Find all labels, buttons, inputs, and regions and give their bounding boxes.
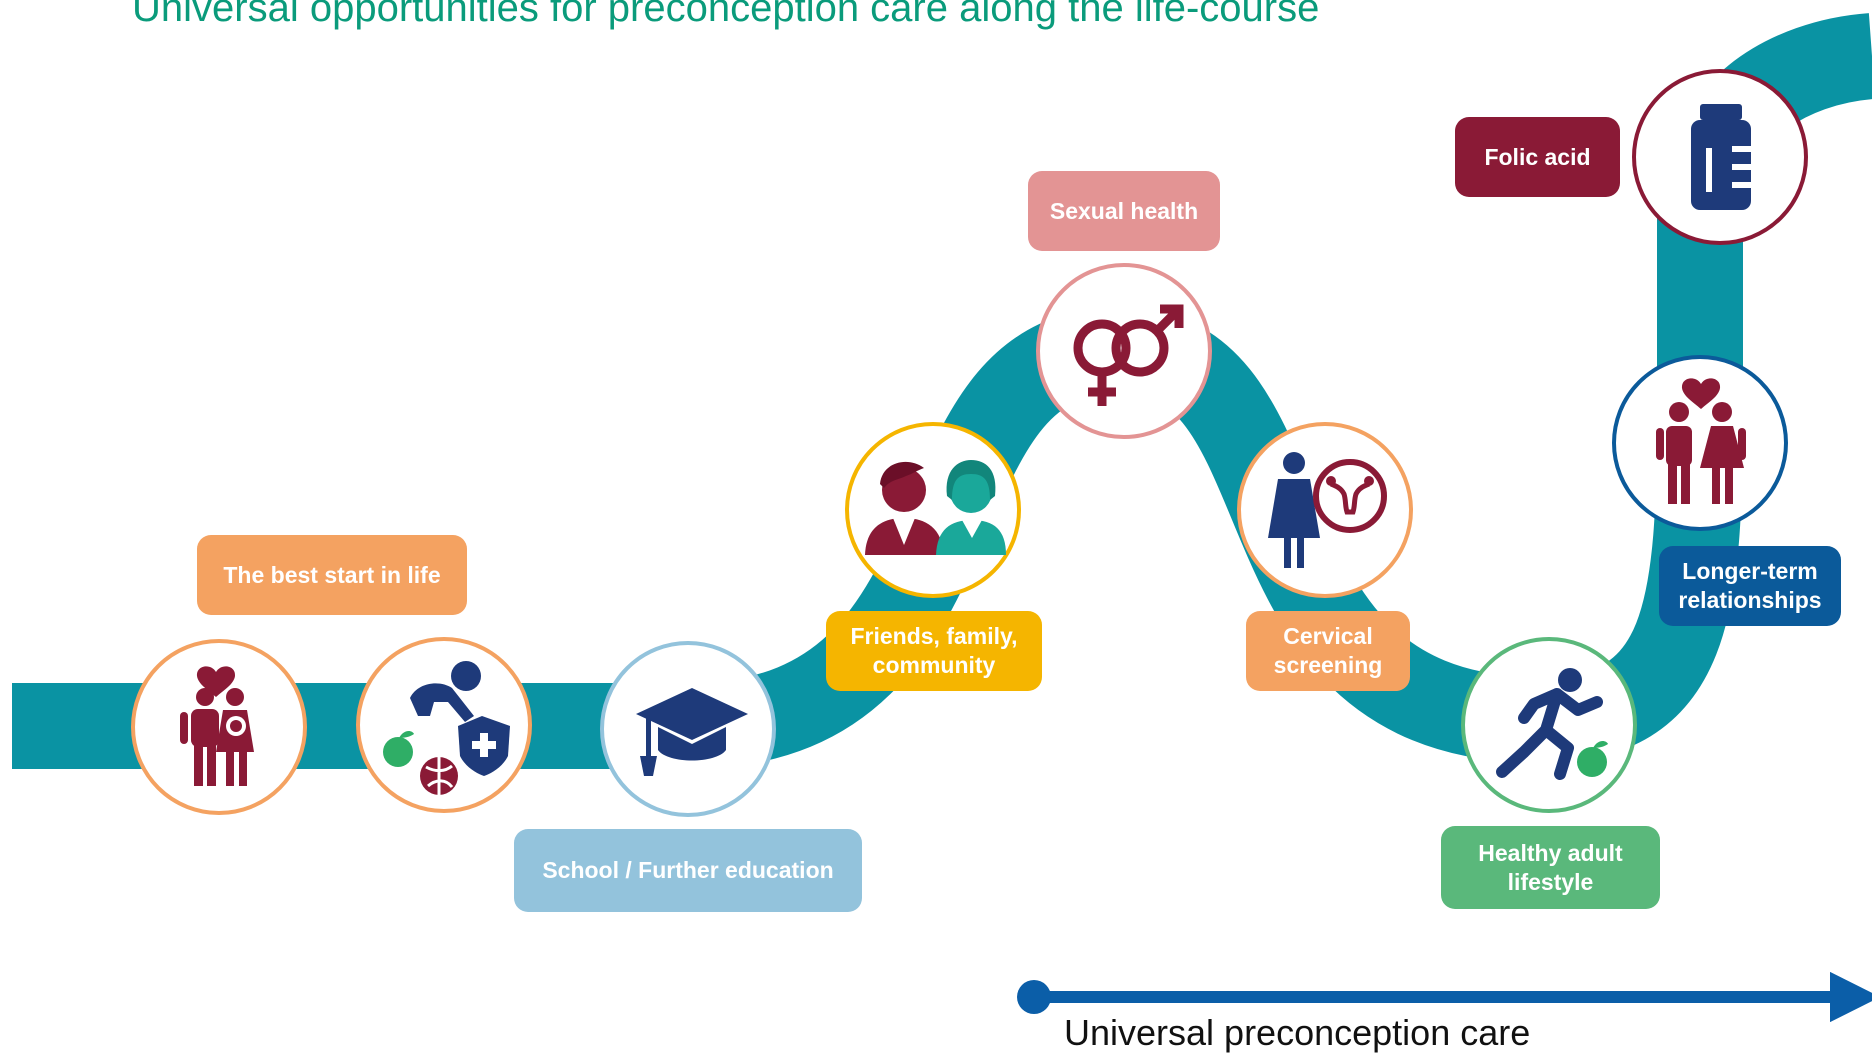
family-with-baby-icon — [180, 666, 254, 786]
label-friends: Friends, family, community — [826, 611, 1042, 691]
preconception-care-label: Universal preconception care — [1064, 1012, 1531, 1053]
graduation-cap-icon — [636, 688, 748, 776]
label-sexual-health: Sexual health — [1028, 171, 1220, 251]
gender-symbols-icon — [1073, 304, 1184, 406]
label-healthy-lifestyle: Healthy adult lifestyle — [1441, 826, 1660, 909]
stage-folic-acid — [1632, 69, 1808, 245]
stage-relationships — [1612, 355, 1788, 531]
label-folic-acid: Folic acid — [1455, 117, 1620, 197]
stage-friends — [845, 422, 1021, 598]
diagram-title: Universal opportunities for preconceptio… — [132, 0, 1320, 30]
child-playing-icon — [383, 661, 510, 795]
label-school: School / Further education — [514, 829, 862, 912]
couple-icon — [1656, 378, 1746, 504]
supplement-bottle-icon — [1691, 104, 1752, 210]
stage-cervical-screening — [1237, 422, 1413, 598]
label-best-start: The best start in life — [197, 535, 467, 615]
label-relationships: Longer-term relationships — [1659, 546, 1841, 626]
runner-icon — [1496, 668, 1608, 780]
preconception-care-arrow — [1017, 971, 1872, 1023]
stage-healthy-lifestyle — [1461, 637, 1637, 813]
cervical-screening-icon — [1268, 452, 1387, 568]
friends-icon — [865, 460, 1006, 555]
label-cervical-screening: Cervical screening — [1246, 611, 1410, 691]
arrow-start-dot — [1017, 980, 1051, 1014]
stage-school — [600, 641, 776, 817]
stage-childhood — [356, 637, 532, 813]
stage-sexual-health — [1036, 263, 1212, 439]
stage-best-start — [131, 639, 307, 815]
